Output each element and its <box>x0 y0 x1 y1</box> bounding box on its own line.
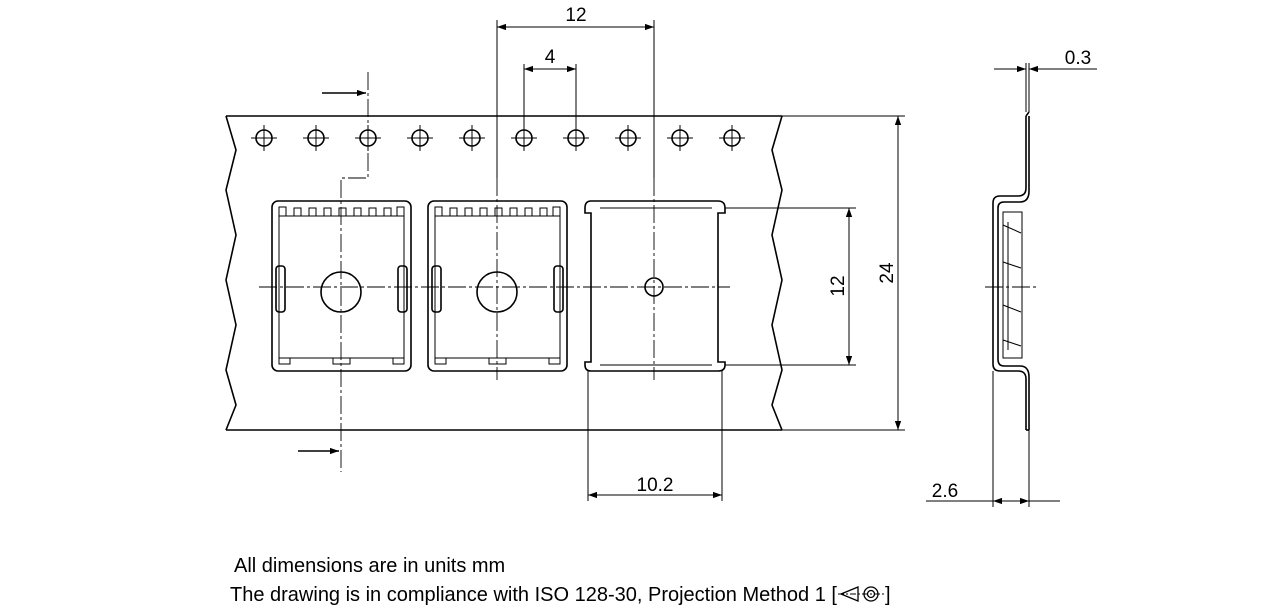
dim-label-pocket-pitch: 12 <box>565 5 586 26</box>
dim-thickness: 0.3 <box>994 48 1097 112</box>
pocket-right <box>584 200 726 372</box>
compliance-note: The drawing is in compliance with ISO 12… <box>230 584 891 607</box>
dim-label-pocket-depth: 2.6 <box>932 481 958 502</box>
dim-label-sprocket-pitch: 4 <box>545 47 556 68</box>
center-lines <box>259 72 730 472</box>
sprocket-hole <box>459 125 485 151</box>
dim-pocket-width: 10.2 <box>587 371 723 501</box>
dim-pocket-pitch: 12 <box>496 5 655 178</box>
sprocket-hole <box>719 125 745 151</box>
dim-label-thickness: 0.3 <box>1065 48 1091 69</box>
dim-sprocket-pitch: 4 <box>523 47 577 132</box>
sprocket-hole <box>407 125 433 151</box>
sprocket-hole <box>667 125 693 151</box>
sprocket-hole <box>303 125 329 151</box>
tape-outline <box>225 115 783 431</box>
compliance-note-prefix: The drawing is in compliance with ISO 12… <box>230 584 837 606</box>
dim-pocket-depth: 2.6 <box>926 371 1060 507</box>
dim-label-tape-width: 24 <box>877 262 898 284</box>
dim-label-pocket-length: 12 <box>828 275 849 296</box>
dim-label-pocket-width: 10.2 <box>637 475 674 496</box>
first-angle-projection-icon <box>837 586 884 602</box>
sprocket-hole <box>615 125 641 151</box>
carrier-tape-drawing: 12 4 24 12 10.2 <box>225 5 1097 507</box>
side-view <box>985 111 1036 431</box>
pocket-left <box>271 200 412 372</box>
dim-tape-width: 24 <box>782 115 905 431</box>
sprocket-hole <box>251 125 277 151</box>
compliance-note-suffix: ] <box>884 584 891 606</box>
pocket-middle <box>427 200 568 372</box>
sprocket-holes <box>251 125 745 151</box>
dim-pocket-length: 12 <box>725 207 856 366</box>
units-note: All dimensions are in units mm <box>234 555 506 577</box>
